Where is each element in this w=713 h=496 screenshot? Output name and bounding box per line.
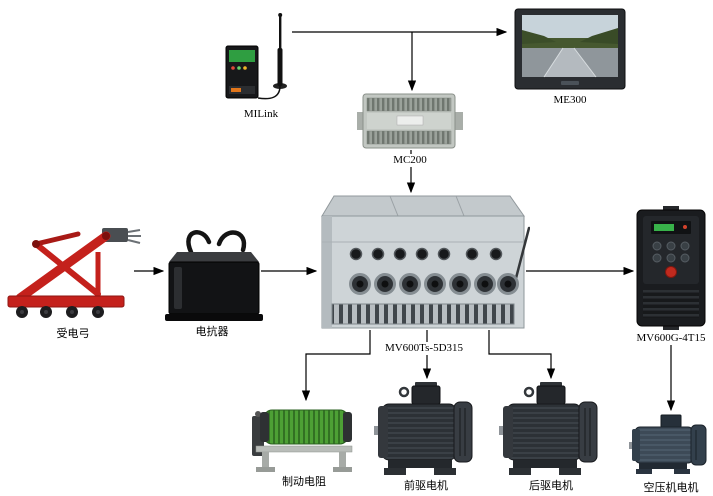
- brake-resistor-node: 制动电阻: [248, 402, 360, 489]
- arrow-main-drive-brake-resistor: [301, 330, 371, 402]
- mc200-label: MC200: [391, 154, 429, 167]
- reactor-label: 电抗器: [193, 326, 231, 339]
- arrow-main-drive-rear-motor: [488, 330, 556, 380]
- main-drive-label: MV600Ts-5D315: [382, 342, 466, 355]
- compressor-motor-icon: [629, 414, 707, 474]
- motor-icon: [499, 382, 598, 475]
- reactor-node: 电抗器: [157, 222, 267, 339]
- main-drive-node: MV600Ts-5D315: [318, 190, 530, 355]
- brake-resistor-label: 制动电阻: [280, 476, 328, 489]
- vfd-icon: [636, 206, 706, 330]
- monitor-icon: [514, 8, 626, 90]
- mc200-node: MC200: [357, 90, 463, 167]
- milink-node: MILink: [218, 6, 304, 121]
- plc-module-icon: [357, 93, 463, 149]
- wireless-module-antenna-icon: [225, 13, 287, 100]
- brake-resistor-icon: [252, 409, 353, 472]
- front-motor-label: 前驱电机: [402, 480, 450, 493]
- aux-drive-label: MV600G-4T15: [634, 332, 708, 345]
- pantograph-node: 受电弓: [2, 206, 144, 341]
- me300-node: ME300: [514, 8, 626, 107]
- front-motor-node: 前驱电机: [374, 382, 478, 493]
- rear-motor-label: 后驱电机: [527, 480, 575, 493]
- aux-drive-node: MV600G-4T15: [627, 206, 713, 345]
- me300-label: ME300: [551, 94, 589, 107]
- compressor-motor-node: 空压机电机: [629, 414, 713, 495]
- motor-icon: [374, 382, 473, 475]
- inverter-cabinet-icon: [321, 195, 530, 329]
- pantograph-machine-icon: [7, 228, 141, 318]
- compressor-motor-label: 空压机电机: [641, 482, 701, 495]
- pantograph-label: 受电弓: [54, 328, 92, 341]
- milink-label: MILink: [241, 108, 281, 121]
- reactor-icon: [165, 230, 263, 321]
- rear-motor-node: 后驱电机: [499, 382, 603, 493]
